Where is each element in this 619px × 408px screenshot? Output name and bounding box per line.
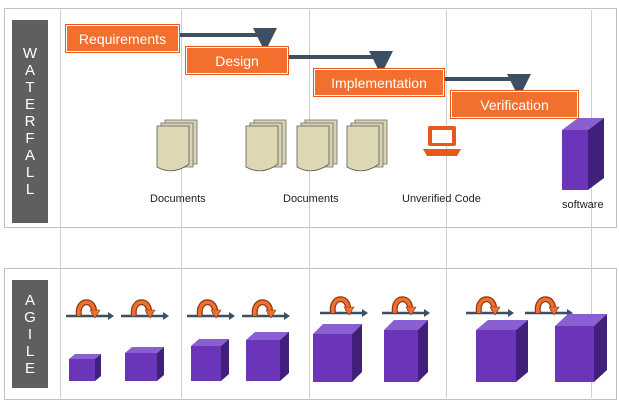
label-letter: F	[25, 130, 35, 147]
connector-arrow	[288, 51, 393, 75]
caption-unverified-code: Unverified Code	[402, 193, 481, 205]
laptop-icon	[423, 126, 461, 156]
cube-icon	[555, 314, 607, 382]
label-letter: I	[27, 325, 33, 343]
cycle-arrow-icon	[382, 299, 430, 317]
grid-line	[181, 10, 182, 398]
grid-line	[591, 10, 592, 398]
cube-icon	[191, 339, 229, 381]
cycle-arrow-icon	[320, 299, 368, 317]
caption-software: software	[562, 199, 604, 211]
cycle-arrow-icon	[121, 302, 169, 320]
cycle-arrow-icon	[466, 299, 514, 317]
cube-icon	[476, 320, 528, 382]
grid-line	[60, 10, 61, 398]
cycle-arrow-icon	[525, 299, 573, 317]
label-letter: E	[24, 359, 35, 377]
label-letter: G	[24, 308, 36, 326]
label-letter: A	[24, 62, 35, 79]
grid-line	[309, 10, 310, 398]
connector-arrow	[178, 28, 277, 52]
caption-documents: Documents	[150, 193, 206, 205]
stage-requirements: Requirements	[66, 25, 179, 52]
cube-icon	[246, 332, 289, 381]
cube-icon	[384, 320, 428, 382]
label-letter: A	[24, 291, 35, 309]
label-letter: R	[24, 113, 36, 130]
grid-line	[446, 10, 447, 398]
connector-arrow	[443, 74, 531, 98]
label-letter: L	[25, 181, 35, 198]
cycle-arrow-icon	[187, 302, 235, 320]
stage-design: Design	[186, 47, 288, 74]
caption-documents: Documents	[283, 193, 339, 205]
waterfall-side-label: W A T E R F A L L	[12, 20, 48, 223]
label-letter: E	[24, 96, 35, 113]
label-letter: T	[25, 79, 35, 96]
label-letter: L	[25, 342, 35, 360]
cube-icon	[313, 324, 362, 382]
label-letter: A	[24, 147, 35, 164]
cycle-arrow-icon	[66, 302, 114, 320]
cube-icon	[69, 354, 101, 381]
label-letter: W	[22, 45, 38, 62]
stage-implementation: Implementation	[314, 69, 444, 96]
label-letter: L	[25, 164, 35, 181]
agile-side-label: A G I L E	[12, 280, 48, 388]
cycle-arrow-icon	[242, 302, 290, 320]
cube-icon	[562, 118, 604, 190]
cube-icon	[125, 347, 164, 381]
stage-verification: Verification	[451, 91, 578, 118]
